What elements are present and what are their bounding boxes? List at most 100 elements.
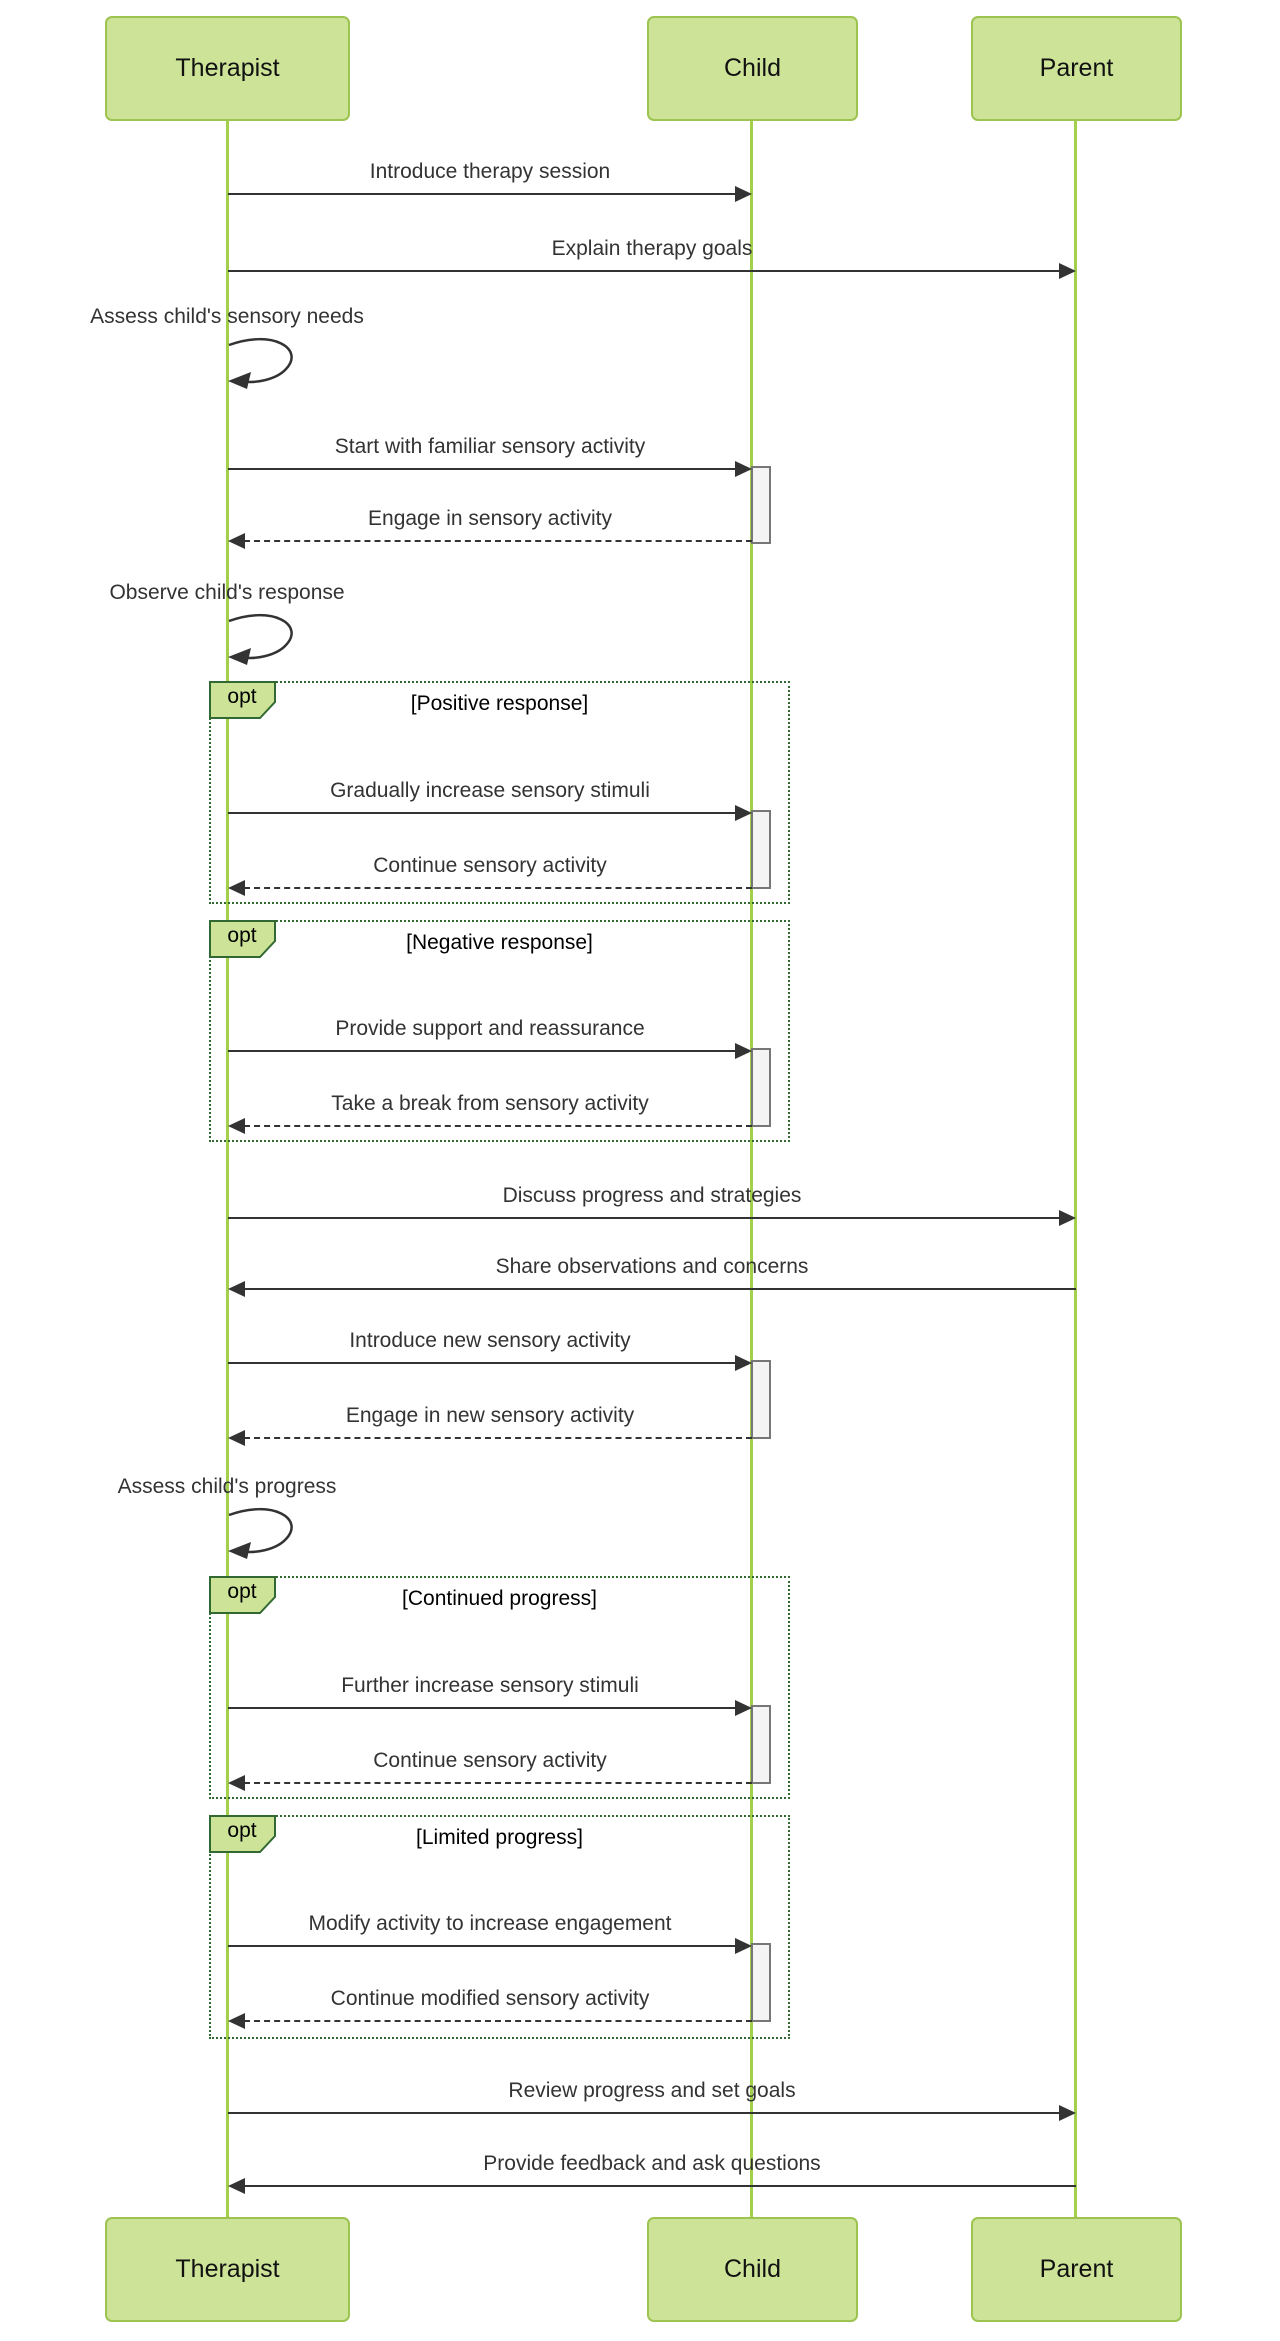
actor-label: Therapist <box>175 54 280 82</box>
message-label: Continue sensory activity <box>373 854 607 877</box>
arrowhead-icon <box>228 1281 245 1297</box>
opt-fragment-negative-response: opt [Negative response] <box>209 920 790 1142</box>
message-arrow <box>228 1043 752 1059</box>
message-arrow <box>228 805 752 821</box>
arrowhead-icon <box>228 2013 245 2029</box>
opt-fragment-positive-response: opt [Positive response] <box>209 681 790 904</box>
self-message-label: Observe child's response <box>109 581 345 604</box>
opt-label: opt <box>209 1576 289 1614</box>
opt-operator: opt <box>227 924 257 947</box>
actor-label: Child <box>724 2255 781 2283</box>
message-return-arrow <box>228 533 752 549</box>
opt-condition: [Positive response] <box>410 692 589 715</box>
actor-label: Parent <box>1039 54 1114 82</box>
message-label: Further increase sensory stimuli <box>341 1674 639 1697</box>
actor-label: Child <box>724 54 781 82</box>
opt-fragment-limited-progress: opt [Limited progress] <box>209 1815 790 2039</box>
message-return-arrow <box>228 1430 752 1446</box>
arrowhead-icon <box>735 1043 752 1059</box>
message-arrow <box>228 1700 752 1716</box>
message-label: Introduce new sensory activity <box>349 1329 631 1352</box>
actor-therapist-top: Therapist <box>105 16 350 121</box>
message-label: Modify activity to increase engagement <box>308 1912 672 1935</box>
activation-bar <box>751 1943 771 2022</box>
message-label: Gradually increase sensory stimuli <box>330 779 650 802</box>
actor-label: Therapist <box>175 2255 280 2283</box>
message-label: Take a break from sensory activity <box>331 1092 649 1115</box>
message-return-arrow <box>228 880 752 896</box>
lifeline-therapist <box>226 121 229 2217</box>
opt-label-shape-icon <box>209 920 276 958</box>
arrowhead-icon <box>228 533 245 549</box>
actor-parent-bottom: Parent <box>971 2217 1182 2322</box>
lifeline-parent <box>1074 121 1077 2217</box>
opt-condition: [Negative response] <box>406 931 593 954</box>
message-arrow <box>228 263 1076 279</box>
opt-label: opt <box>209 681 289 719</box>
opt-condition: [Limited progress] <box>416 1826 583 1849</box>
message-label: Discuss progress and strategies <box>502 1184 802 1207</box>
arrowhead-icon <box>228 880 245 896</box>
message-label: Review progress and set goals <box>508 2079 796 2102</box>
message-arrow <box>228 2105 1076 2121</box>
opt-label-shape-icon <box>209 1815 276 1853</box>
self-loop-arrow-icon <box>228 613 293 665</box>
opt-fragment-continued-progress: opt [Continued progress] <box>209 1576 790 1799</box>
opt-label-shape-icon <box>209 681 276 719</box>
self-message-label: Assess child's progress <box>117 1475 337 1498</box>
message-label: Continue sensory activity <box>373 1749 607 1772</box>
arrowhead-icon <box>1059 263 1076 279</box>
message-arrow <box>228 1938 752 1954</box>
arrowhead-icon <box>1059 2105 1076 2121</box>
self-message-label: Assess child's sensory needs <box>90 305 364 328</box>
arrowhead-icon <box>228 1118 245 1134</box>
message-label: Share observations and concerns <box>495 1255 809 1278</box>
arrowhead-icon <box>228 1430 245 1446</box>
activation-bar <box>751 466 771 544</box>
actor-parent-top: Parent <box>971 16 1182 121</box>
message-arrow <box>228 1281 1076 1297</box>
activation-bar <box>751 810 771 889</box>
self-loop-arrow-icon <box>228 1507 293 1559</box>
arrowhead-icon <box>735 186 752 202</box>
arrowhead-icon <box>735 1938 752 1954</box>
arrowhead-icon <box>228 1775 245 1791</box>
self-loop-arrow-icon <box>228 337 293 389</box>
arrowhead-icon <box>735 461 752 477</box>
message-label: Engage in new sensory activity <box>345 1404 635 1427</box>
activation-bar <box>751 1360 771 1439</box>
message-label: Start with familiar sensory activity <box>334 435 646 458</box>
opt-operator: opt <box>227 1819 257 1842</box>
opt-condition: [Continued progress] <box>402 1587 597 1610</box>
message-label: Continue modified sensory activity <box>330 1987 650 2010</box>
message-label: Provide feedback and ask questions <box>483 2152 821 2175</box>
actor-label: Parent <box>1039 2255 1114 2283</box>
opt-operator: opt <box>227 685 257 708</box>
activation-bar <box>751 1048 771 1127</box>
message-label: Explain therapy goals <box>551 237 753 260</box>
message-label: Introduce therapy session <box>369 160 611 183</box>
arrowhead-icon <box>735 1700 752 1716</box>
message-label: Provide support and reassurance <box>335 1017 645 1040</box>
message-return-arrow <box>228 1775 752 1791</box>
arrowhead-icon <box>1059 1210 1076 1226</box>
opt-label: opt <box>209 1815 289 1853</box>
message-return-arrow <box>228 1118 752 1134</box>
arrowhead-icon <box>228 2178 245 2194</box>
opt-label: opt <box>209 920 289 958</box>
actor-therapist-bottom: Therapist <box>105 2217 350 2322</box>
actor-child-bottom: Child <box>647 2217 858 2322</box>
message-arrow <box>228 1210 1076 1226</box>
activation-bar <box>751 1705 771 1784</box>
opt-label-shape-icon <box>209 1576 276 1614</box>
arrowhead-icon <box>735 805 752 821</box>
message-arrow <box>228 2178 1076 2194</box>
opt-operator: opt <box>227 1580 257 1603</box>
message-arrow <box>228 461 752 477</box>
message-arrow <box>228 1355 752 1371</box>
message-return-arrow <box>228 2013 752 2029</box>
message-label: Engage in sensory activity <box>368 507 612 530</box>
actor-child-top: Child <box>647 16 858 121</box>
message-arrow <box>228 186 752 202</box>
